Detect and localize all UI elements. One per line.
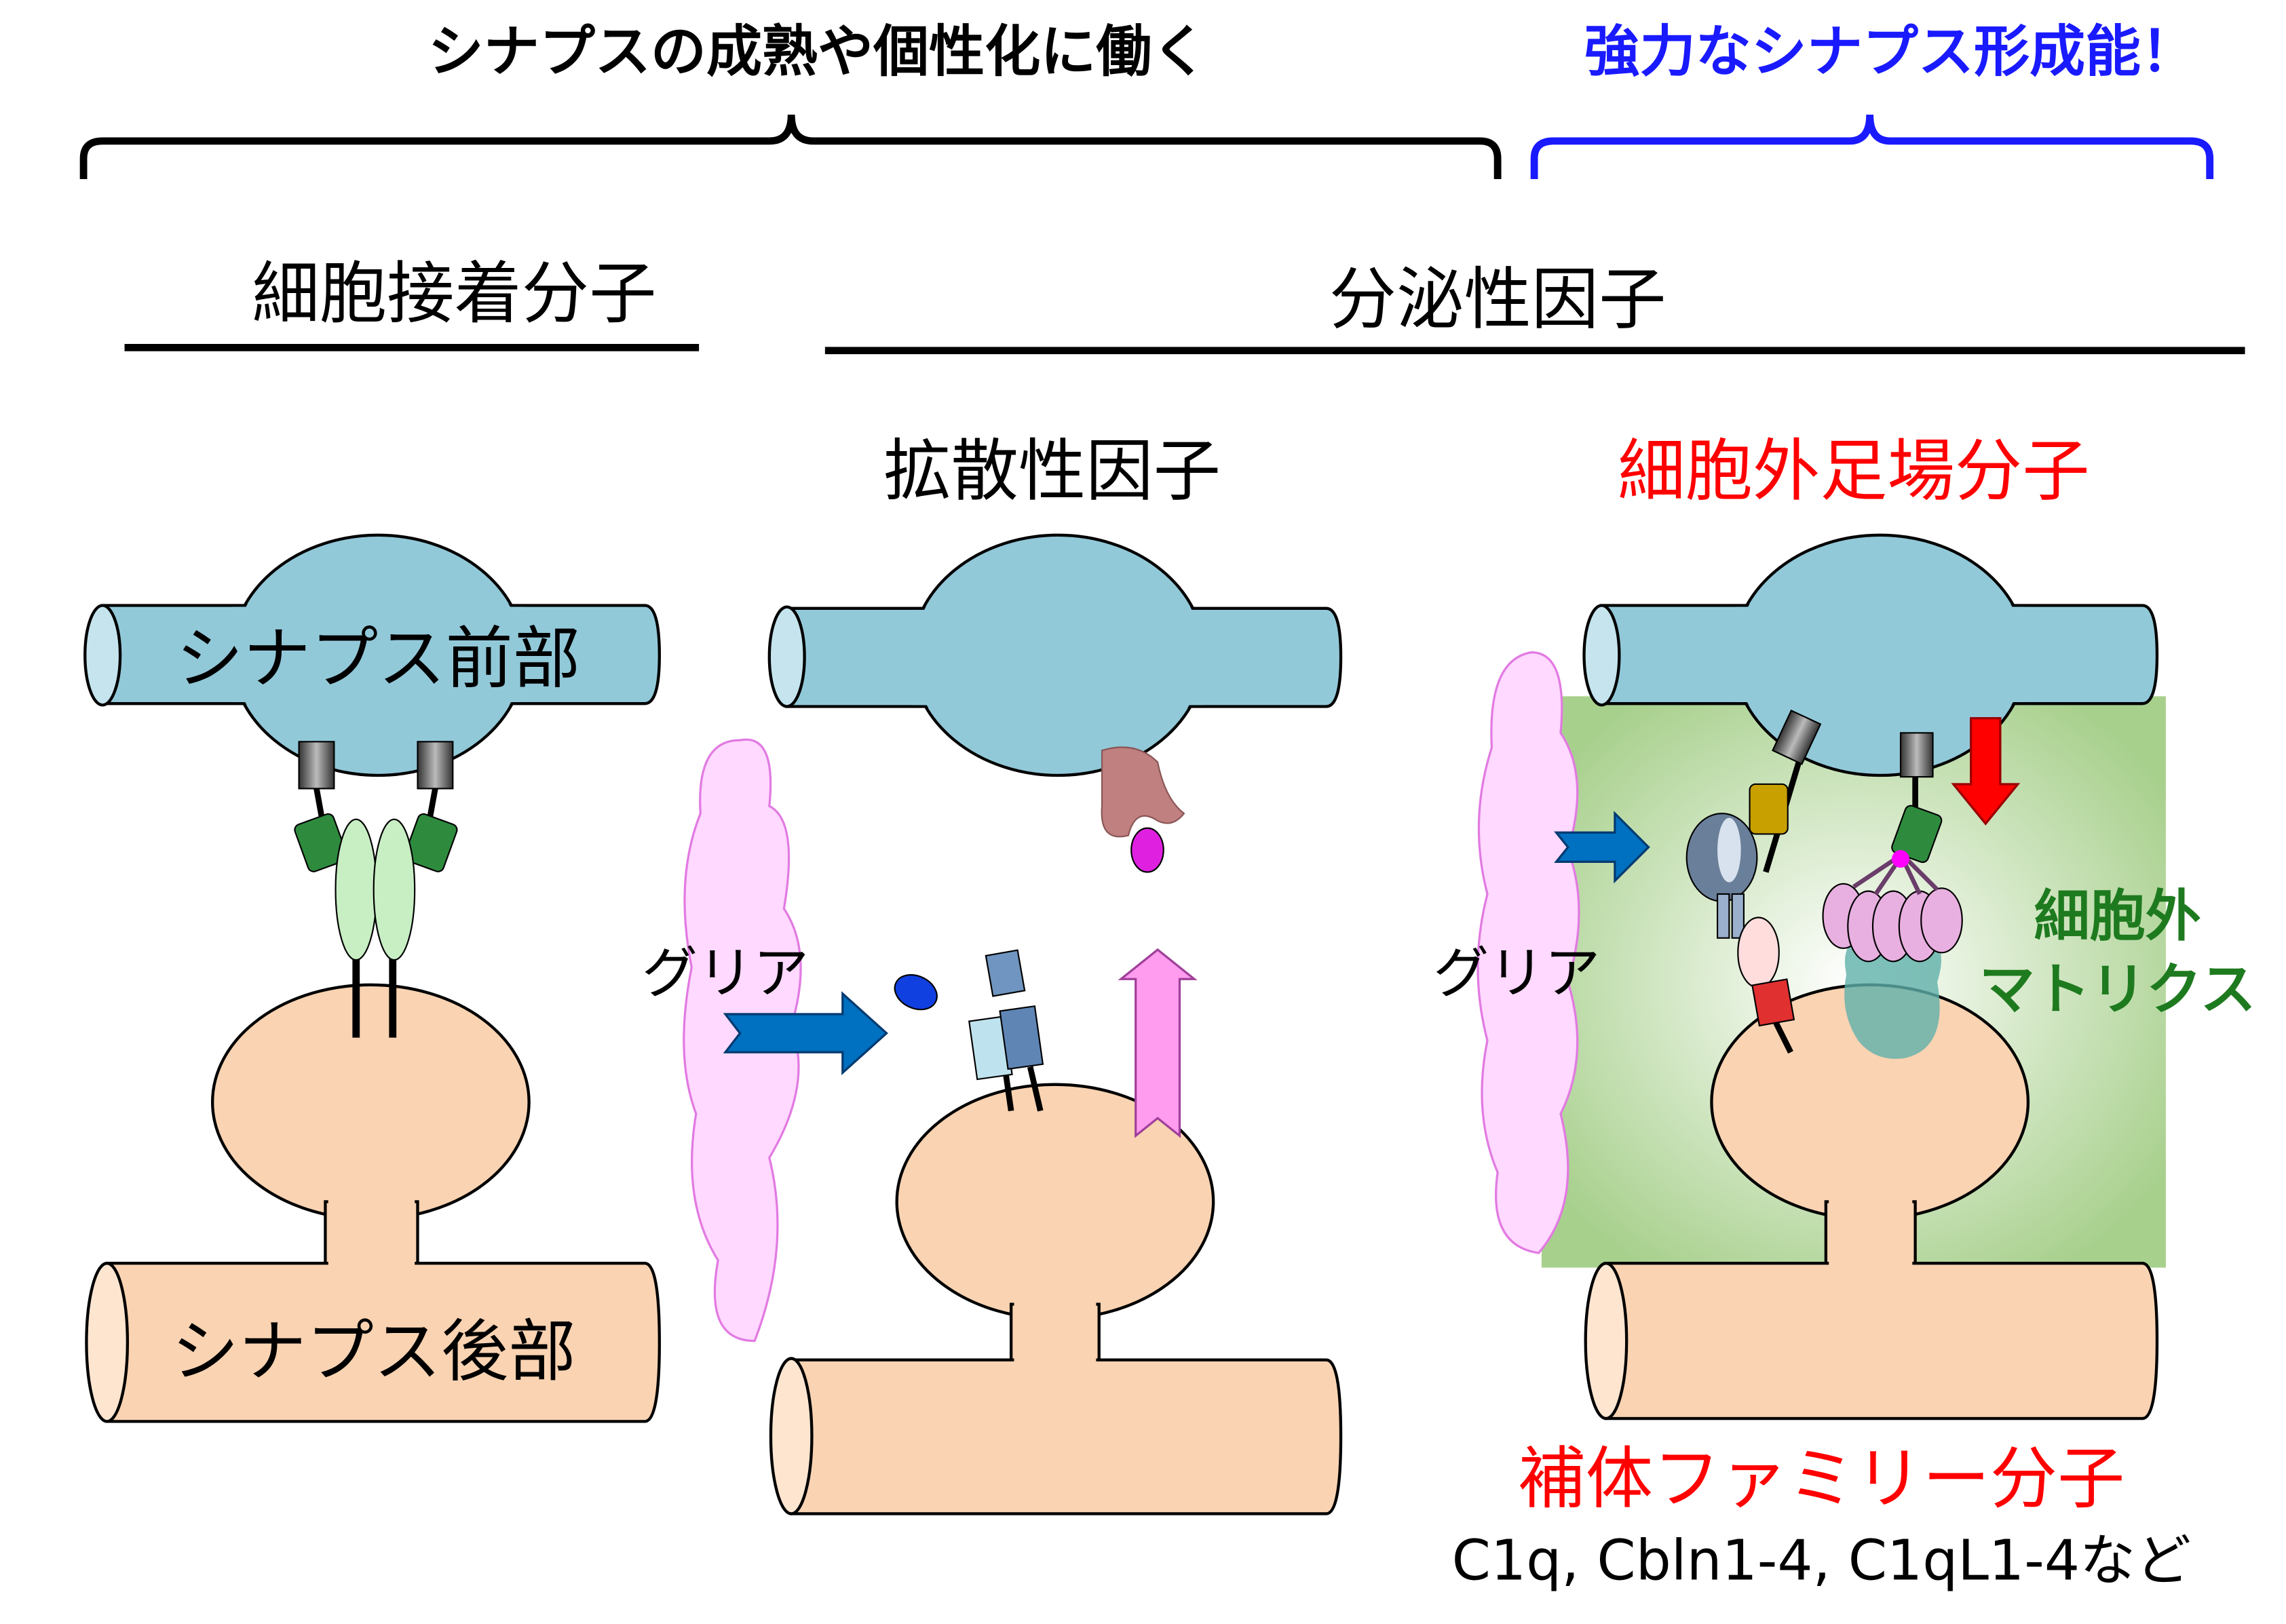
panel-adhesion: シナプス前部 シナプス後部 bbox=[83, 533, 661, 1423]
diffusible-factor-blue bbox=[894, 974, 938, 1011]
presynaptic-terminal bbox=[767, 533, 1343, 777]
postsynaptic-spine bbox=[769, 1083, 1343, 1515]
blue-arrow-icon bbox=[1554, 811, 1650, 884]
glia-label: グリア bbox=[1433, 942, 1600, 1006]
brace-blue bbox=[1530, 114, 2214, 180]
panel-diffusible: グリア bbox=[642, 533, 1343, 1515]
postsynaptic-spine bbox=[1584, 983, 2159, 1420]
header-right-title: 強力なシナプス形成能！ bbox=[1584, 20, 2197, 84]
secreting-protein bbox=[1101, 746, 1185, 838]
blue-arrow-icon bbox=[723, 991, 888, 1076]
red-down-arrow-icon bbox=[1951, 717, 2021, 826]
brace-black bbox=[79, 114, 1502, 180]
receptor bbox=[968, 949, 1044, 1112]
ecm-label-line1: 細胞外 bbox=[2034, 884, 2201, 948]
presynaptic-terminal bbox=[1582, 533, 2159, 777]
glia-cell bbox=[1477, 651, 1580, 1254]
category-secreted: 分泌性因子 bbox=[1329, 261, 1666, 339]
complement-complex-left bbox=[1685, 710, 1822, 1054]
pink-up-arrow-icon bbox=[1118, 948, 1198, 1138]
glia-label: グリア bbox=[642, 942, 809, 1006]
presynaptic-terminal bbox=[83, 533, 661, 777]
header-left-title: シナプスの成熟や個性化に働く bbox=[428, 20, 1208, 84]
panel-scaffold: グリア bbox=[1433, 533, 2256, 1420]
adhesion-molecules bbox=[294, 741, 458, 1038]
presynaptic-label: シナプス前部 bbox=[176, 620, 580, 698]
complement-complex-right bbox=[1822, 732, 1963, 1059]
complement-examples: C1q, Cbln1-4, C1qL1-4など bbox=[1452, 1529, 2191, 1593]
category-diffusible: 拡散性因子 bbox=[883, 432, 1221, 510]
complement-family-label: 補体ファミリー分子 bbox=[1518, 1440, 2125, 1518]
category-adhesion: 細胞接着分子 bbox=[252, 255, 656, 333]
ecm-label-line2: マトリクス bbox=[1979, 957, 2256, 1022]
postsynaptic-spine bbox=[85, 983, 661, 1423]
diffusible-factor-magenta bbox=[1130, 827, 1164, 873]
category-scaffold: 細胞外足場分子 bbox=[1618, 432, 2089, 510]
postsynaptic-label: シナプス後部 bbox=[172, 1313, 576, 1391]
